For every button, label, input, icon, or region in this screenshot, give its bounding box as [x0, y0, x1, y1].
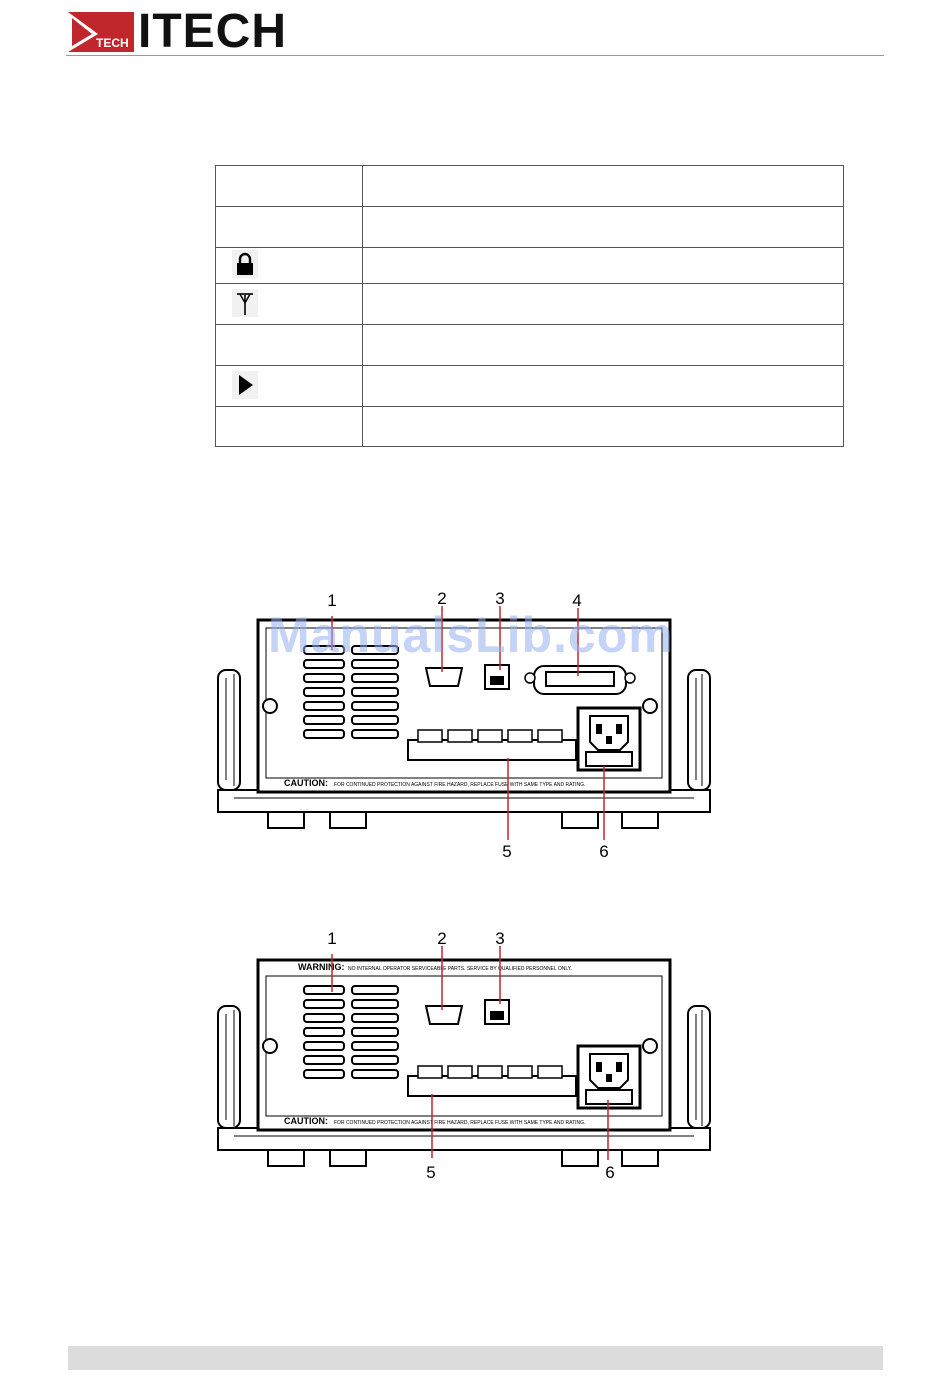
table-row — [215, 206, 844, 248]
table-cell-icon — [215, 247, 363, 284]
caution-label: CAUTION: — [284, 778, 328, 788]
terminal-block — [407, 729, 577, 761]
side-handle-left — [217, 1005, 241, 1129]
db9-port — [424, 1005, 464, 1025]
side-handle-right — [687, 669, 711, 791]
ac-power-inlet — [576, 706, 642, 772]
feet — [267, 1149, 659, 1167]
table-cell-description — [362, 165, 844, 207]
table-cell-icon — [215, 406, 363, 447]
ac-power-inlet — [576, 1044, 642, 1110]
terminal-block — [407, 1065, 577, 1097]
side-handle-left — [217, 669, 241, 791]
feet — [267, 811, 659, 829]
caution-detail: FOR CONTINUED PROTECTION AGAINST FIRE HA… — [334, 1120, 585, 1126]
rear-panel-figure-1: CAUTION: FOR CONTINUED PROTECTION AGAINS… — [217, 606, 711, 840]
table-row — [215, 165, 844, 207]
lock-icon — [232, 250, 258, 278]
callout-label-4: 4 — [572, 591, 582, 610]
table-row — [215, 247, 844, 284]
table-row — [215, 365, 844, 407]
table-row — [215, 283, 844, 325]
table-cell-icon — [215, 365, 363, 407]
table-cell-description — [362, 365, 844, 407]
fan-vent — [303, 645, 399, 739]
callout-leaders — [331, 606, 605, 840]
side-handle-right — [687, 1005, 711, 1129]
callout-label-6: 6 — [605, 1163, 615, 1182]
table-cell-description — [362, 247, 844, 284]
callout-label-2: 2 — [437, 929, 447, 948]
watermark: ManualsLib.com — [268, 607, 674, 663]
gpib-port — [524, 665, 636, 695]
caution-label: CAUTION: — [284, 1116, 328, 1126]
table-cell-description — [362, 406, 844, 447]
logo-subtext: TECH — [96, 36, 129, 50]
callout-label-3: 3 — [495, 589, 505, 608]
caution-detail: FOR CONTINUED PROTECTION AGAINST FIRE HA… — [334, 782, 585, 788]
table-cell-description — [362, 283, 844, 325]
antenna-icon — [232, 288, 258, 317]
callout-label-5: 5 — [426, 1163, 436, 1182]
table-cell-icon — [215, 165, 363, 207]
warning-label: WARNING: — [298, 962, 345, 972]
rear-panel-figure-2: WARNING: NO INTERNAL OPERATOR SERVICEABL… — [217, 946, 711, 1167]
status-icon-table — [215, 165, 844, 447]
logo-mark-icon — [68, 12, 134, 52]
play-triangle-icon — [232, 370, 258, 399]
header-rule — [66, 55, 884, 56]
warning-detail: NO INTERNAL OPERATOR SERVICEABLE PARTS. … — [348, 966, 572, 972]
fan-vent — [303, 985, 399, 1079]
table-cell-icon — [215, 283, 363, 325]
callout-label-6: 6 — [599, 842, 609, 861]
table-cell-description — [362, 206, 844, 248]
logo-text: ITECH — [138, 5, 287, 58]
callout-leaders — [331, 946, 609, 1160]
callout-label-5: 5 — [502, 842, 512, 861]
callout-label-1: 1 — [327, 591, 337, 610]
callout-label-1: 1 — [327, 929, 337, 948]
table-cell-icon — [215, 324, 363, 366]
table-row — [215, 324, 844, 366]
callout-label-2: 2 — [437, 589, 447, 608]
table-cell-icon — [215, 206, 363, 248]
table-cell-description — [362, 324, 844, 366]
callout-label-3: 3 — [495, 929, 505, 948]
footer-bar — [68, 1346, 883, 1370]
db9-port — [424, 667, 464, 687]
table-row — [215, 406, 844, 447]
